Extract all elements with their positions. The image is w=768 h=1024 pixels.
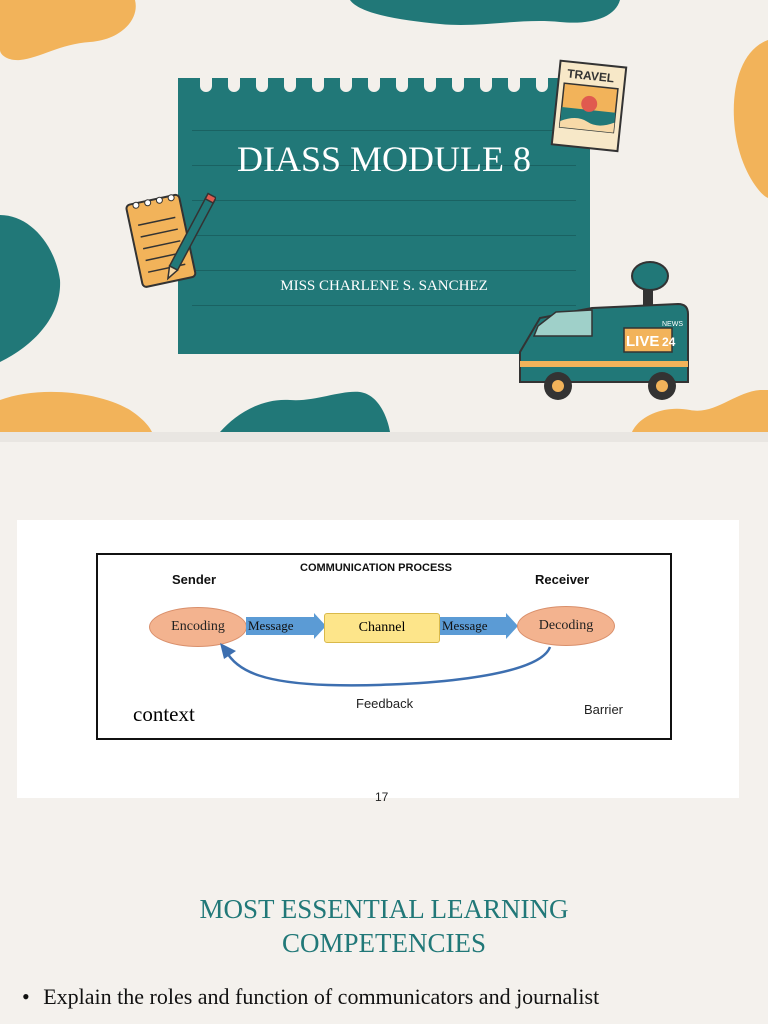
- decoding-label: Decoding: [538, 618, 594, 633]
- van-live-label: LIVE: [626, 333, 659, 350]
- binder-hole: [200, 72, 212, 92]
- teal-blob-bottom: [220, 391, 390, 432]
- diagram-title: COMMUNICATION PROCESS: [300, 562, 452, 574]
- competencies-title: MOST ESSENTIAL LEARNING COMPETENCIES: [0, 892, 768, 960]
- ruled-line: [192, 270, 576, 271]
- notepad-pencil-icon: [125, 192, 216, 288]
- orange-blob-top-left: [0, 0, 136, 61]
- message-right-label: Message: [442, 618, 488, 633]
- ruled-line: [192, 235, 576, 236]
- slide-divider: [0, 432, 768, 442]
- ruled-line: [192, 305, 576, 306]
- encoding-label: Encoding: [171, 619, 225, 634]
- binder-hole: [256, 72, 268, 92]
- communication-diagram: COMMUNICATION PROCESS Sender Receiver En…: [17, 520, 739, 804]
- van-news-label: NEWS: [662, 321, 683, 328]
- diagram-slide: COMMUNICATION PROCESS Sender Receiver En…: [0, 442, 768, 870]
- bullet-marker: •: [22, 984, 30, 1009]
- binder-hole: [480, 72, 492, 92]
- message-arrow-right: Message: [440, 613, 518, 639]
- diagram-frame: COMMUNICATION PROCESS Sender Receiver En…: [96, 553, 672, 740]
- sender-label: Sender: [172, 572, 217, 587]
- channel-node: Channel: [324, 613, 440, 643]
- travel-poster-icon: TRAVEL: [550, 59, 628, 153]
- author-name: MISS CHARLENE S. SANCHEZ: [280, 278, 488, 294]
- competency-item: • Explain the roles and function of comm…: [22, 984, 599, 1010]
- title-slide: DIASS MODULE 8 MISS CHARLENE S. SANCHEZ: [0, 0, 768, 432]
- teal-blob-left: [0, 215, 61, 362]
- orange-blob-bottom-left: [0, 391, 152, 432]
- notebook-card: DIASS MODULE 8 MISS CHARLENE S. SANCHEZ: [178, 72, 590, 354]
- binder-hole: [508, 72, 520, 92]
- binder-hole: [452, 72, 464, 92]
- van-number-label: 24: [662, 335, 676, 349]
- ruled-line: [192, 165, 576, 166]
- competencies-title-line1: MOST ESSENTIAL LEARNING: [199, 894, 569, 924]
- orange-blob-bottom-right: [632, 390, 768, 432]
- message-left-label: Message: [248, 618, 294, 633]
- competencies-title-line2: COMPETENCIES: [281, 928, 487, 958]
- feedback-label: Feedback: [356, 696, 414, 711]
- barrier-label: Barrier: [584, 702, 624, 717]
- binder-hole: [284, 72, 296, 92]
- travel-label: TRAVEL: [567, 66, 615, 85]
- ruled-line: [192, 200, 576, 201]
- competency-text: Explain the roles and function of commun…: [43, 984, 600, 1009]
- teal-blob-top: [350, 0, 620, 25]
- ruled-line: [192, 130, 576, 131]
- decoding-node: Decoding: [517, 606, 615, 646]
- channel-label: Channel: [358, 620, 406, 635]
- page-number: 17: [375, 790, 389, 804]
- binder-hole: [424, 72, 436, 92]
- binder-hole: [312, 72, 324, 92]
- binder-hole: [340, 72, 352, 92]
- message-arrow-left: Message: [246, 613, 326, 639]
- context-label: context: [133, 702, 195, 726]
- feedback-arrow: [220, 643, 552, 687]
- binder-hole: [396, 72, 408, 92]
- binder-hole: [228, 72, 240, 92]
- encoding-node: Encoding: [149, 607, 247, 647]
- receiver-label: Receiver: [535, 572, 590, 587]
- news-van-icon: LIVE 24 NEWS: [519, 261, 689, 400]
- slide-title: DIASS MODULE 8: [236, 139, 531, 179]
- background-blobs: [0, 0, 768, 432]
- binder-hole: [368, 72, 380, 92]
- orange-blob-right: [733, 40, 768, 198]
- binder-hole: [536, 72, 548, 92]
